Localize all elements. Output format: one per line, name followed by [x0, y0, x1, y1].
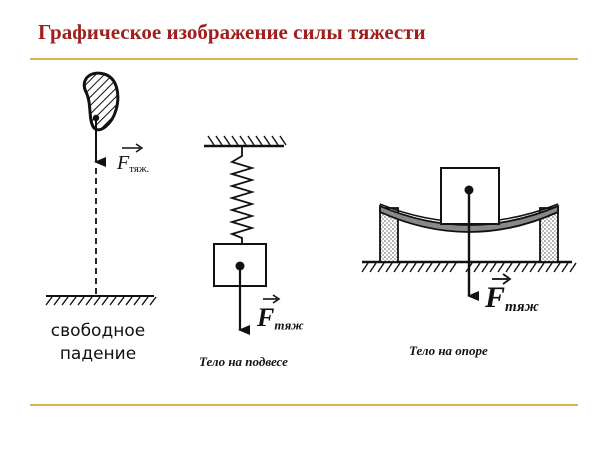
support-panel [361, 167, 577, 301]
free-fall-panel [45, 71, 157, 306]
spring [228, 147, 256, 244]
bent-plank [379, 204, 559, 233]
top-divider [30, 58, 578, 60]
force-label-free-fall: Fтяж. [117, 152, 150, 175]
hanging-panel [204, 135, 287, 335]
hanging-caption: Тело на подвесе [199, 354, 288, 369]
falling-body [82, 71, 120, 132]
force-label-hanging: Fтяж [257, 303, 304, 333]
free-fall-caption-line1: свободное [50, 321, 146, 341]
bottom-divider [30, 404, 578, 406]
force-label-support: Fтяж [485, 281, 539, 315]
slide-title: Графическое изображение силы тяжести [38, 20, 426, 44]
support-caption: Тело на опоре [409, 343, 488, 358]
free-fall-caption-line2: падение [59, 344, 137, 364]
free-fall-caption: свободное падение [28, 320, 168, 366]
